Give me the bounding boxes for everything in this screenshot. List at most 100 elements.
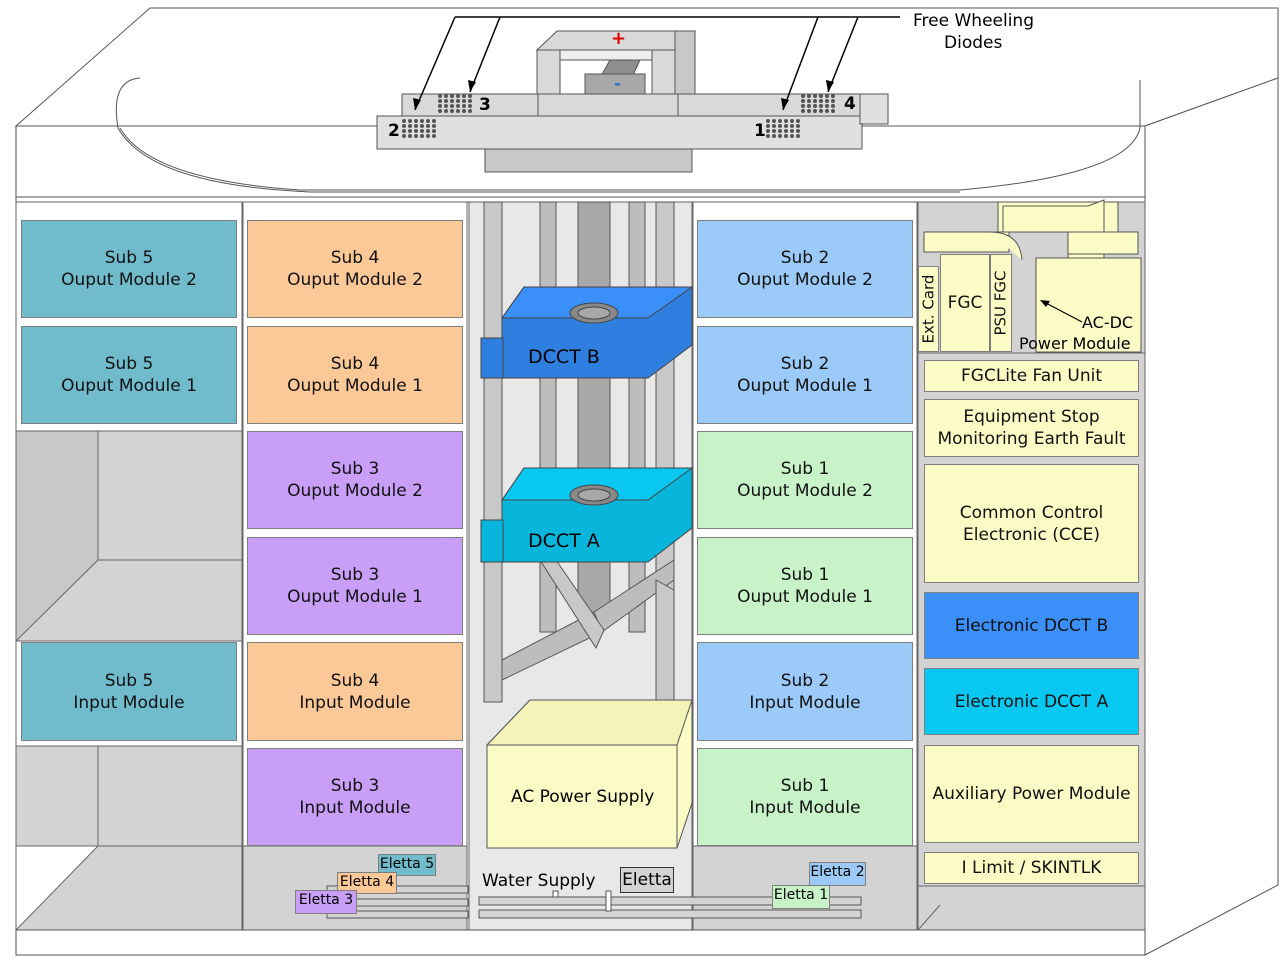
diode-dot xyxy=(420,124,424,128)
module-name: Sub 2 xyxy=(780,670,830,691)
diode-dot xyxy=(462,94,466,98)
module-name: Sub 5 xyxy=(104,354,154,374)
sub2-output-module-2: Sub 2 Ouput Module 2 xyxy=(697,220,913,318)
module-name: Sub 3 xyxy=(330,565,380,585)
diode-dot xyxy=(414,119,418,123)
diode-dot xyxy=(462,99,466,103)
diode-dot xyxy=(819,109,823,113)
diode-dot xyxy=(444,94,448,98)
module-type: Input Module xyxy=(299,692,411,713)
module-type: Ouput Module 2 xyxy=(287,270,423,290)
diode-dot xyxy=(456,94,460,98)
cce-line-1: Common Control xyxy=(959,502,1104,523)
leader-to-diode-4 xyxy=(827,16,859,93)
module-type: Ouput Module 2 xyxy=(61,270,197,290)
module-type: Input Module xyxy=(749,798,861,818)
diode-dot xyxy=(784,134,788,138)
diode-dot xyxy=(766,134,770,138)
minus-sign: - xyxy=(614,74,621,93)
diode-dot xyxy=(444,104,448,108)
diode-dot xyxy=(414,124,418,128)
eletta-1-tag: Eletta 1 xyxy=(772,885,830,909)
diode-dot xyxy=(432,124,436,128)
ext-card-label: Ext. Card xyxy=(919,274,938,344)
diode-dot xyxy=(444,99,448,103)
auxiliary-power-module: Auxiliary Power Module xyxy=(924,745,1139,843)
diode-label-4: 4 xyxy=(844,94,856,114)
diode-dot xyxy=(402,124,406,128)
diode-dot xyxy=(468,104,472,108)
diode-dot xyxy=(766,129,770,133)
diode-dot xyxy=(813,104,817,108)
diode-dot xyxy=(796,124,800,128)
diode-dot xyxy=(402,119,406,123)
diode-dot xyxy=(426,124,430,128)
ac-dc-label-line2: Power Module xyxy=(1019,334,1131,353)
sub1-input-module: Sub 1 Input Module xyxy=(697,748,913,846)
diode-dot xyxy=(772,119,776,123)
diode-dot xyxy=(813,99,817,103)
sub2-input-module: Sub 2 Input Module xyxy=(697,642,913,741)
diode-dot xyxy=(825,104,829,108)
sub3-output-module-2: Sub 3 Ouput Module 2 xyxy=(247,431,463,529)
diode-dot xyxy=(438,104,442,108)
diode-dot xyxy=(462,109,466,113)
diode-dot xyxy=(807,104,811,108)
ac-power-supply-label: AC Power Supply xyxy=(511,787,655,807)
leader-to-diode-2 xyxy=(414,16,456,111)
diode-dot xyxy=(784,129,788,133)
electronic-dcct-a: Electronic DCCT A xyxy=(924,668,1139,735)
module-name: Sub 4 xyxy=(330,354,380,374)
sub3-input-module: Sub 3 Input Module xyxy=(247,748,463,846)
diode-dot xyxy=(831,94,835,98)
esm-line-1: Equipment Stop xyxy=(963,407,1100,427)
sub5-input-module: Sub 5 Input Module xyxy=(21,642,237,741)
diode-dot xyxy=(408,119,412,123)
diode-dot xyxy=(819,104,823,108)
fgc-label: FGC xyxy=(947,293,983,313)
equipment-stop-module: Equipment Stop Monitoring Earth Fault xyxy=(924,399,1139,457)
diode-dot xyxy=(438,94,442,98)
diode-dot xyxy=(790,119,794,123)
module-type: Ouput Module 1 xyxy=(61,376,197,396)
module-name: Sub 5 xyxy=(104,670,154,691)
module-name: Sub 1 xyxy=(780,776,830,796)
module-type: Ouput Module 1 xyxy=(737,587,873,607)
module-name: Sub 5 xyxy=(104,248,154,268)
diode-dot xyxy=(831,109,835,113)
eletta-4-tag: Eletta 4 xyxy=(337,872,397,894)
psu-fgc-label: PSU FGC xyxy=(992,270,1011,336)
module-name: Sub 2 xyxy=(780,354,830,374)
diode-dot xyxy=(432,134,436,138)
ext-card-module: Ext. Card xyxy=(918,266,939,352)
module-type: Input Module xyxy=(73,692,185,713)
sub5-output-module-1: Sub 5 Ouput Module 1 xyxy=(21,326,237,424)
annotation-line-1: Free Wheeling xyxy=(913,11,1034,31)
diode-dot xyxy=(796,129,800,133)
diode-dot xyxy=(450,109,454,113)
diode-dot xyxy=(420,129,424,133)
diode-dot xyxy=(408,124,412,128)
esm-line-2: Monitoring Earth Fault xyxy=(937,429,1126,449)
module-name: Sub 4 xyxy=(330,248,380,268)
diode-dot xyxy=(438,109,442,113)
water-supply-label: Water Supply xyxy=(482,871,596,891)
diode-dot xyxy=(825,109,829,113)
ac-dc-label-line1: AC-DC xyxy=(1082,313,1134,332)
diode-dot xyxy=(766,119,770,123)
diode-label-1: 1 xyxy=(754,121,766,141)
module-name: Sub 4 xyxy=(330,670,380,691)
diode-dot xyxy=(456,109,460,113)
psu-fgc-module: PSU FGC xyxy=(990,254,1012,352)
annotation-line-2: Diodes xyxy=(944,33,1003,53)
diode-dot xyxy=(420,119,424,123)
sub4-output-module-1: Sub 4 Ouput Module 1 xyxy=(247,326,463,424)
diode-label-2: 2 xyxy=(388,121,400,141)
diode-dot xyxy=(420,134,424,138)
diode-dot xyxy=(450,99,454,103)
ilimit-skintlk-module: I Limit / SKINTLK xyxy=(924,852,1139,884)
module-type: Input Module xyxy=(749,692,861,713)
dcct-a-label: DCCT A xyxy=(528,530,600,552)
cabinet-right-side xyxy=(1144,77,1279,956)
eletta-5-tag: Eletta 5 xyxy=(378,854,436,876)
